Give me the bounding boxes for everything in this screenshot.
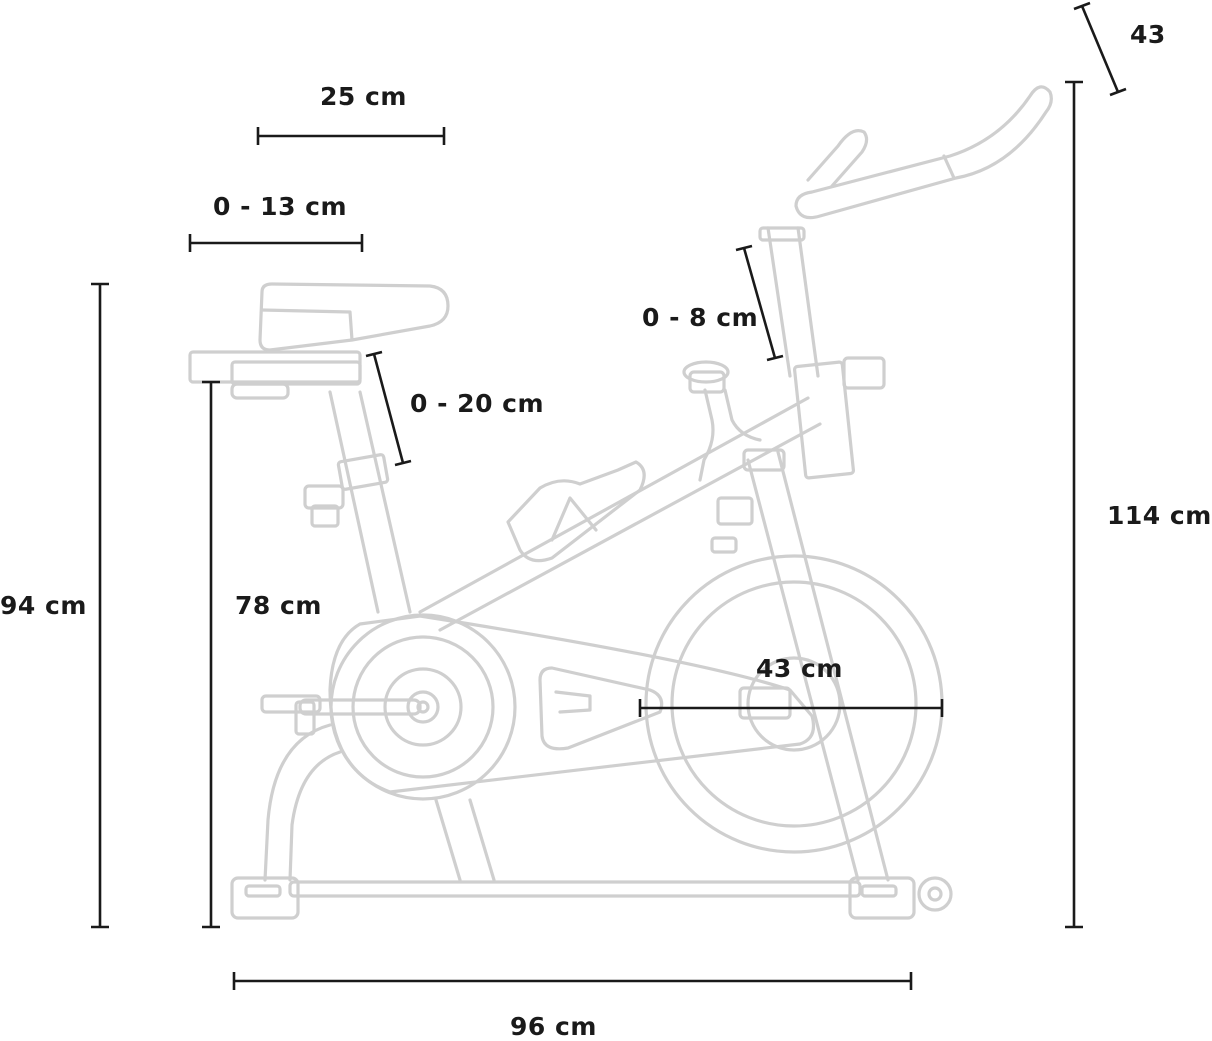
main-frame-top	[418, 396, 810, 614]
fork-right	[776, 450, 890, 882]
fork-left	[746, 458, 860, 882]
seat-floor-height-line	[202, 380, 220, 929]
handlebar-main	[794, 85, 1053, 220]
transport-wheel	[917, 876, 953, 912]
bottle-holder-cage	[550, 496, 598, 542]
seat-carriage	[230, 360, 362, 386]
bottle-holder	[506, 460, 646, 563]
seat-tube-left	[328, 390, 380, 614]
resistance-stem-right	[723, 388, 762, 442]
crank-ring-inner	[383, 667, 463, 747]
handlebar-post-right	[796, 226, 820, 378]
rear-foot	[230, 876, 300, 920]
mid-leg-left	[434, 798, 462, 882]
resistance-knob-top	[682, 360, 730, 384]
front-foot-pad	[860, 884, 898, 898]
crank-axle	[416, 700, 430, 714]
crank-arm	[298, 698, 422, 716]
saddle	[258, 282, 450, 352]
seat-knob-cap	[310, 504, 340, 528]
transport-wheel-hub	[927, 886, 943, 902]
main-frame-bottom	[438, 422, 822, 632]
flywheel-radius-label: 43 cm	[756, 654, 843, 683]
flywheel-radius-line	[638, 699, 944, 717]
handlebar-knob	[842, 356, 886, 390]
seat-height-adjust-label: 0 - 20 cm	[410, 389, 545, 418]
rear-leg-outer	[263, 723, 332, 882]
handlebar-width-line	[1073, 1, 1127, 97]
resistance-knob	[688, 370, 726, 394]
exercise-bike-illustration	[188, 85, 1053, 920]
seat-length-label: 25 cm	[320, 82, 407, 111]
seat-rail	[188, 350, 362, 384]
rear-leg-inner	[288, 750, 342, 882]
base-rail	[288, 880, 862, 898]
flywheel-outer	[644, 554, 944, 854]
seat-length-line	[256, 127, 446, 145]
seat-floor-height-label: 78 cm	[235, 591, 322, 620]
crank-hub	[406, 690, 440, 724]
pedal	[260, 694, 322, 714]
seat-height-adjust-line	[365, 350, 412, 467]
handlebar-grip-line	[942, 154, 956, 180]
handlebar-post-left	[766, 226, 792, 378]
seat-max-height-line	[91, 282, 109, 929]
brake-box	[716, 496, 754, 526]
crank-ring	[351, 635, 495, 779]
mid-leg-right	[468, 798, 496, 882]
seat-horizontal-adjust-label: 0 - 13 cm	[213, 192, 348, 221]
total-height-label: 114 cm	[1107, 501, 1212, 530]
rear-foot-pad	[244, 884, 282, 898]
fork-top	[742, 448, 786, 472]
handlebar-horn	[806, 129, 869, 188]
handlebar-adjust-label: 0 - 8 cm	[642, 303, 759, 332]
chain-guard	[328, 614, 816, 794]
flywheel-rim	[670, 580, 918, 828]
front-foot	[848, 876, 916, 920]
handlebar-adjust-line	[735, 244, 784, 362]
total-length-line	[232, 972, 913, 990]
saddle-edge	[260, 308, 354, 342]
handlebar-clamp	[758, 226, 806, 242]
seat-max-height-label: 94 cm	[0, 591, 87, 620]
guard-cutout	[538, 666, 664, 751]
seat-knob	[230, 382, 290, 400]
seat-clamp	[336, 453, 390, 491]
total-height-line	[1065, 80, 1083, 929]
seat-knob-body	[303, 484, 345, 510]
flywheel-hub	[746, 656, 842, 752]
pedal-strap	[294, 700, 316, 736]
brake-pad	[710, 536, 738, 554]
seat-tube-right	[358, 390, 412, 614]
handlebar-sleeve	[792, 360, 856, 480]
guard-slot	[554, 690, 592, 714]
crank-ring-outer	[329, 613, 517, 801]
seat-horizontal-adjust-line	[188, 234, 364, 252]
resistance-stem	[698, 388, 715, 482]
flywheel-axle-block	[738, 686, 792, 720]
handlebar-width-label: 43	[1130, 20, 1166, 49]
dimension-lines	[91, 1, 1127, 990]
total-length-label: 96 cm	[510, 1012, 597, 1041]
